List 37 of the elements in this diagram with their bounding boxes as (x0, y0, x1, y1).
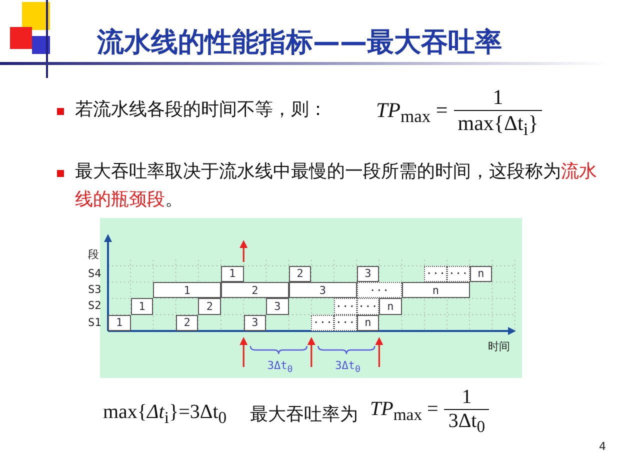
row-label: S3 (88, 283, 102, 296)
bullet-text: 若流水线各段的时间不等，则： (75, 98, 327, 121)
page-number: 4 (599, 440, 606, 453)
task-box: ··· (356, 298, 380, 315)
row-label: S4 (88, 266, 102, 280)
task-box: 1 (108, 314, 131, 331)
formula: max{Δt$_{i}$}=3Δt$_{0}$ (103, 401, 227, 428)
task-box: ··· (356, 282, 402, 298)
brace-label: 3Δt$_{0}$ (335, 359, 361, 376)
task-box: 2 (288, 266, 312, 282)
task-box: 3 (288, 282, 357, 298)
task-box: 2 (198, 298, 221, 315)
task-box: 2 (176, 314, 198, 331)
task-box: ··· (334, 314, 357, 331)
task-box: 1 (153, 282, 221, 298)
task-box: n (379, 298, 402, 315)
row-label: S2 (88, 299, 102, 312)
task-box: n (402, 282, 470, 298)
task-box: ··· (334, 298, 357, 315)
row-label: S1 (88, 316, 102, 329)
task-box: 2 (221, 282, 289, 298)
bullet-text: 最大吞吐率取决于流水线中最慢的一段所需的时间，这段称为流水线的瓶颈段。 (75, 160, 598, 212)
task-box: ··· (447, 266, 470, 282)
task-box: 1 (221, 266, 244, 282)
task-box: 3 (244, 314, 266, 331)
axis-label: 段 (88, 247, 99, 262)
task-box: n (470, 266, 492, 282)
task-box: ··· (311, 314, 334, 331)
task-box: 1 (130, 298, 154, 315)
task-box: 3 (266, 298, 289, 315)
axis-label: 时间 (488, 339, 510, 354)
brace-label: 3Δt$_{0}$ (267, 359, 293, 376)
task-box: ··· (424, 266, 447, 282)
bullet-text: 最大吞吐率为 (250, 403, 358, 426)
task-box: n (356, 314, 380, 331)
title: 流水线的性能指标——最大吞吐率 (97, 26, 502, 60)
task-box: 3 (356, 266, 380, 282)
